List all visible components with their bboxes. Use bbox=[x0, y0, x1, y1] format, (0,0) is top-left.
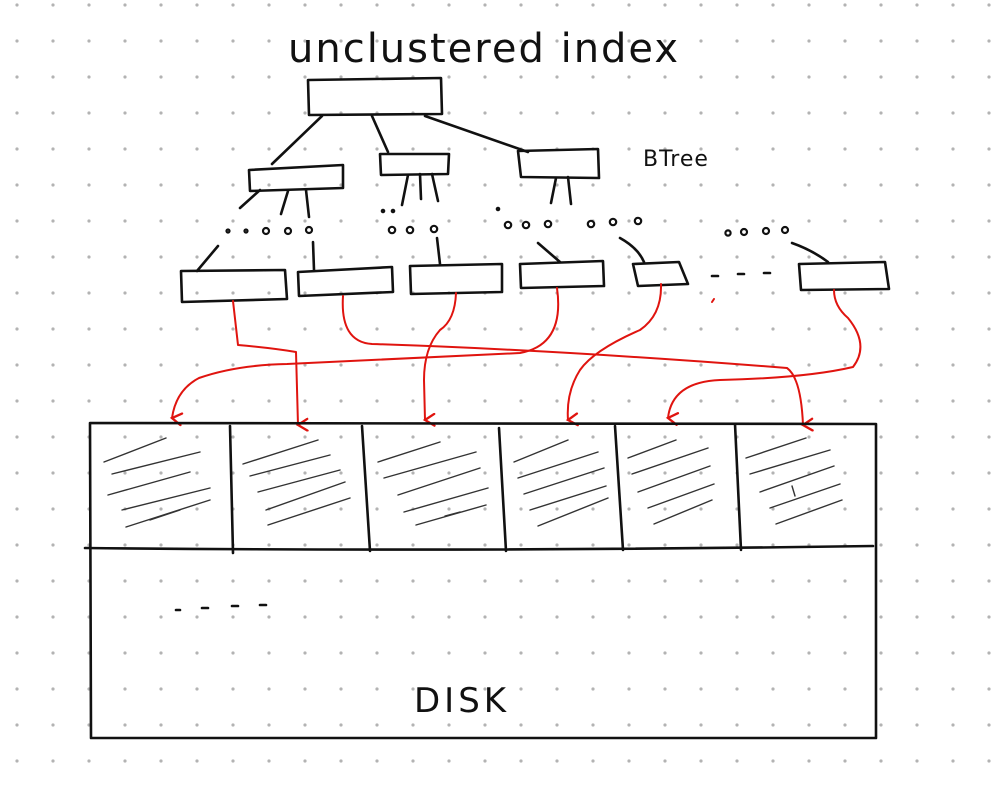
disk-page-divider bbox=[228, 424, 235, 555]
stray-mark bbox=[711, 298, 715, 303]
leaf-edge bbox=[536, 241, 562, 264]
internal-edge bbox=[238, 188, 262, 210]
disk bbox=[83, 421, 878, 740]
ellipsis-dot bbox=[739, 227, 749, 237]
ellipsis-dot bbox=[429, 224, 439, 234]
ellipsis-dot bbox=[543, 219, 553, 229]
disk-label: DISK bbox=[414, 681, 510, 721]
leaf-edge bbox=[618, 236, 646, 264]
disk-page-divider bbox=[613, 424, 625, 552]
internal-edge bbox=[566, 175, 573, 206]
ellipsis-dot bbox=[405, 225, 415, 235]
leaf-node-2 bbox=[296, 265, 395, 298]
pointer-arrow bbox=[341, 295, 814, 432]
btree-structure bbox=[179, 76, 891, 304]
ellipsis-dot bbox=[304, 225, 314, 235]
page-hatch-3 bbox=[377, 441, 489, 526]
pointer-arrow bbox=[169, 287, 560, 427]
internal-edge bbox=[279, 189, 290, 216]
ellipsis-dot bbox=[495, 206, 501, 212]
internal-node-3 bbox=[516, 147, 601, 180]
ellipsis-dot bbox=[586, 219, 596, 229]
disk-page-hatching bbox=[103, 437, 843, 528]
leaf-edge bbox=[311, 240, 316, 272]
pointer-arrow bbox=[422, 292, 457, 427]
root-edge-right bbox=[423, 114, 530, 154]
page-hatch-2 bbox=[242, 439, 351, 526]
disk-page-row-divider bbox=[83, 544, 875, 551]
ellipsis-dot bbox=[780, 225, 790, 235]
internal-edge bbox=[400, 173, 410, 207]
ellipsis-dot bbox=[283, 226, 293, 236]
leaf-edge bbox=[435, 236, 442, 266]
diagram-title: unclustered index bbox=[288, 26, 680, 72]
ellipsis-dot bbox=[503, 220, 513, 230]
leaf-node-5 bbox=[631, 260, 690, 288]
pointer-arrow bbox=[665, 289, 862, 427]
internal-edge bbox=[304, 188, 311, 219]
leaf-edge bbox=[195, 244, 220, 273]
leaf-node-1 bbox=[179, 268, 289, 304]
ellipsis-dots bbox=[225, 206, 790, 237]
leaf-node-6 bbox=[797, 260, 891, 292]
ellipsis-dot bbox=[387, 225, 397, 235]
page-hatch-6 bbox=[745, 437, 843, 525]
ellipsis-dot bbox=[225, 228, 231, 234]
page-hatch-1 bbox=[103, 437, 211, 528]
ellipsis-dot bbox=[521, 220, 531, 230]
disk-page-divider bbox=[497, 426, 508, 553]
page-hatch-4 bbox=[513, 439, 609, 527]
disk-page-divider bbox=[733, 422, 743, 552]
disk-outline bbox=[88, 421, 878, 740]
leaf-edge bbox=[790, 241, 830, 264]
record-pointers bbox=[169, 283, 862, 432]
pointer-arrow bbox=[232, 300, 309, 432]
pointer-arrow bbox=[565, 283, 663, 427]
root-edge-middle bbox=[370, 114, 390, 154]
internal-edge bbox=[549, 176, 558, 205]
root-edge-left bbox=[270, 114, 324, 166]
ellipsis-dot bbox=[380, 208, 386, 214]
disk-page-divider bbox=[360, 424, 372, 553]
ellipsis-dot bbox=[633, 216, 643, 226]
disk-ellipsis bbox=[174, 603, 268, 612]
btree-label: BTree bbox=[643, 147, 709, 172]
internal-node-2 bbox=[378, 152, 451, 177]
ellipsis-dot bbox=[390, 208, 396, 214]
internal-edge bbox=[418, 172, 423, 201]
ellipsis-dot bbox=[724, 229, 732, 237]
ellipsis-dot bbox=[608, 217, 618, 227]
ellipsis-dashes bbox=[710, 271, 772, 278]
root-node bbox=[306, 76, 444, 117]
page-hatch-5 bbox=[627, 439, 715, 525]
internal-node-1 bbox=[247, 163, 345, 193]
leaf-node-3 bbox=[408, 262, 504, 296]
leaf-node-4 bbox=[518, 259, 606, 290]
ellipsis-dot bbox=[261, 226, 271, 236]
internal-edge bbox=[430, 172, 440, 203]
ellipsis-dot bbox=[761, 226, 771, 236]
ellipsis-dot bbox=[243, 228, 249, 234]
